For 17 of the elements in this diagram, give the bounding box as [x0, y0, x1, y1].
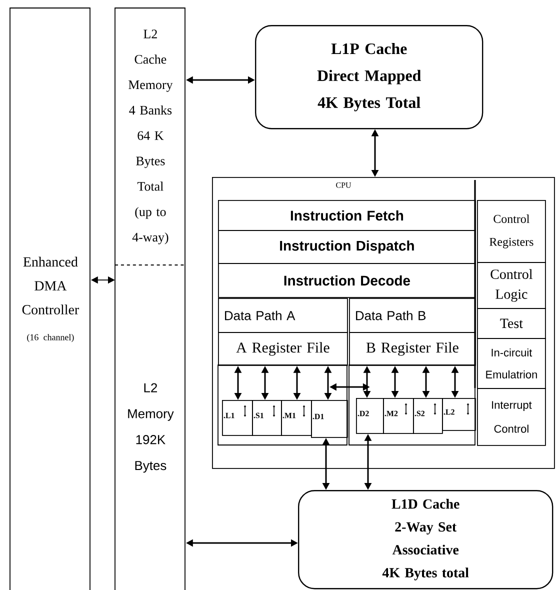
control-block-box: Control Registers	[477, 200, 546, 263]
controller-box: Enhanced DMA Controller (16 channel)	[10, 8, 90, 590]
pipeline-stage-box: Instruction Fetch	[218, 200, 476, 231]
register-file-box: A Register File	[218, 332, 348, 366]
cache-memory-box: L2 Cache Memory 4 Banks 64 K Bytes Total (up to 4-way)	[114, 8, 186, 266]
cache-box: L1P Cache Direct Mapped 4K Bytes Total	[255, 25, 484, 130]
control-block-box: Control Logic	[477, 262, 546, 309]
memory-box: L2 Memory 192K Bytes	[114, 264, 186, 590]
data-path-box: Data Path A	[218, 298, 348, 333]
register-file-box: B Register File	[349, 332, 476, 366]
control-block-box: Test	[477, 308, 546, 339]
data-path-box: Data Path B	[349, 298, 476, 333]
cache-box: L1D Cache 2-Way Set Associative 4K Bytes total	[298, 490, 554, 590]
control-block-box: Interrupt Control	[477, 388, 546, 446]
pipeline-stage-box: Instruction Dispatch	[218, 230, 476, 264]
pipeline-stage-box: Instruction Decode	[218, 263, 476, 298]
control-block-box: In-circuit Emulatrion	[477, 338, 546, 389]
